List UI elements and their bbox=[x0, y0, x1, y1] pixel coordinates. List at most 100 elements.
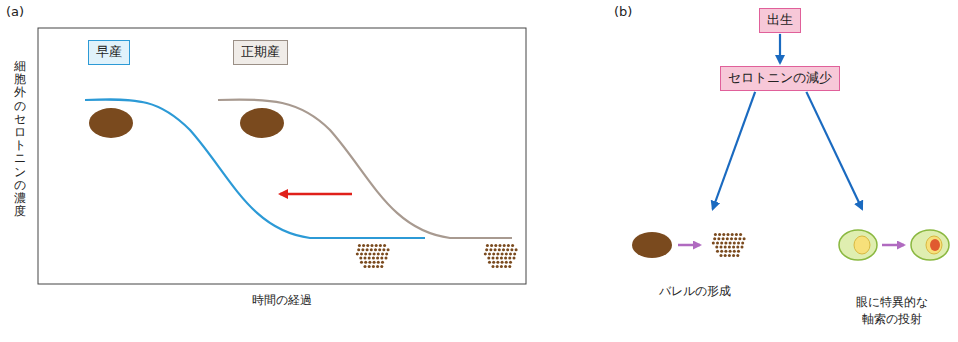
barrel-dot bbox=[492, 252, 495, 255]
barrel-dot bbox=[372, 265, 375, 268]
barrel-dot bbox=[360, 261, 363, 264]
outcome-group: 眼に特異的な 軸索の投射 bbox=[832, 212, 952, 332]
barrel-dot bbox=[716, 250, 719, 253]
process-box: セロトニンの減少 bbox=[720, 66, 840, 91]
barrel-dot bbox=[378, 248, 381, 251]
barrel-dot bbox=[384, 257, 387, 260]
barrel-dot bbox=[363, 265, 366, 268]
axis-title: 細胞外のセロトニンの濃度 bbox=[14, 60, 26, 218]
barrel-dot bbox=[488, 261, 491, 264]
barrel-dot bbox=[377, 252, 380, 255]
barrel-dot bbox=[505, 261, 508, 264]
box-text: 正期産 bbox=[241, 44, 280, 61]
barrel-dot bbox=[741, 241, 744, 244]
barrel-dot bbox=[509, 252, 512, 255]
barrel-dot bbox=[508, 265, 511, 268]
barrel-dot bbox=[357, 248, 360, 251]
barrel-dot bbox=[368, 257, 371, 260]
barrel-dot bbox=[743, 237, 746, 240]
box-text: セロトニンの減少 bbox=[728, 70, 832, 87]
barrel-dot bbox=[718, 233, 721, 236]
caption-text: バレルの形成 bbox=[659, 283, 731, 300]
barrel-dot bbox=[500, 265, 503, 268]
barrel-dot bbox=[485, 248, 488, 251]
barrel-dot bbox=[502, 248, 505, 251]
barrel-dot bbox=[494, 248, 497, 251]
barrel-oval bbox=[632, 232, 672, 258]
barrel-dot bbox=[368, 252, 371, 255]
barrel-dot bbox=[498, 248, 501, 251]
barrel-dot bbox=[370, 248, 373, 251]
barrel-dot bbox=[503, 244, 506, 247]
barrel-dot bbox=[484, 252, 487, 255]
barrel-dot bbox=[736, 246, 739, 249]
barrel-dot bbox=[490, 244, 493, 247]
barrel-dot bbox=[375, 244, 378, 247]
barrel-dot bbox=[374, 248, 377, 251]
barrel-dot bbox=[720, 241, 723, 244]
barrel-dot bbox=[377, 261, 380, 264]
box-text: 出生 bbox=[767, 12, 793, 29]
barrel-dot bbox=[356, 252, 359, 255]
barrel-dot bbox=[381, 261, 384, 264]
barrel-dot bbox=[364, 252, 367, 255]
barrel-dot bbox=[361, 248, 364, 251]
barrel-dot bbox=[737, 241, 740, 244]
barrel-dot bbox=[731, 233, 734, 236]
barrel-dot bbox=[358, 244, 361, 247]
barrel-dot bbox=[368, 265, 371, 268]
flow-arrow bbox=[806, 92, 862, 209]
barrel-dot bbox=[716, 241, 719, 244]
panel-label: (a) bbox=[6, 4, 24, 20]
barrel-dot bbox=[738, 237, 741, 240]
barrel-dot bbox=[713, 237, 716, 240]
barrel-dot bbox=[387, 248, 390, 251]
legend-box: 早産 bbox=[88, 40, 130, 65]
barrel-dot bbox=[498, 244, 501, 247]
barrel-dot bbox=[496, 265, 499, 268]
barrel-dot bbox=[719, 254, 722, 257]
shift-arrow bbox=[280, 193, 352, 196]
barrel-dot bbox=[712, 241, 715, 244]
barrel-dot bbox=[379, 244, 382, 247]
barrel-dot bbox=[381, 252, 384, 255]
barrel-dot bbox=[507, 244, 510, 247]
barrel-cluster bbox=[484, 244, 518, 268]
barrel-dot bbox=[729, 250, 732, 253]
barrel-dot bbox=[359, 257, 362, 260]
barrel-dot bbox=[728, 246, 731, 249]
barrel-dot bbox=[722, 233, 725, 236]
barrel-dot bbox=[726, 237, 729, 240]
barrel-dot bbox=[504, 257, 507, 260]
barrel-dot bbox=[362, 244, 365, 247]
barrel-dot bbox=[489, 248, 492, 251]
eye-center bbox=[930, 239, 940, 251]
barrel-oval bbox=[240, 108, 284, 138]
barrel-dot bbox=[726, 233, 729, 236]
barrel-dot bbox=[513, 252, 516, 255]
barrel-dot bbox=[720, 250, 723, 253]
box-text: 早産 bbox=[96, 44, 122, 61]
barrel-dot bbox=[373, 261, 376, 264]
barrel-dot bbox=[511, 244, 514, 247]
barrel-dot bbox=[380, 257, 383, 260]
barrel-dot bbox=[729, 241, 732, 244]
eye-inner bbox=[926, 236, 942, 254]
barrel-dot bbox=[715, 246, 718, 249]
barrel-dot bbox=[382, 248, 385, 251]
barrel-dot bbox=[376, 265, 379, 268]
barrel-cluster bbox=[356, 244, 390, 268]
barrel-cluster bbox=[712, 233, 746, 257]
barrel-dot bbox=[732, 254, 735, 257]
barrel-dot bbox=[363, 257, 366, 260]
barrel-dot bbox=[488, 252, 491, 255]
barrel-dot bbox=[506, 248, 509, 251]
barrel-dot bbox=[724, 250, 727, 253]
barrel-dot bbox=[487, 257, 490, 260]
barrel-dot bbox=[717, 237, 720, 240]
barrel-dot bbox=[486, 244, 489, 247]
barrel-dot bbox=[733, 250, 736, 253]
barrel-dot bbox=[714, 233, 717, 236]
term-curve bbox=[218, 99, 512, 238]
